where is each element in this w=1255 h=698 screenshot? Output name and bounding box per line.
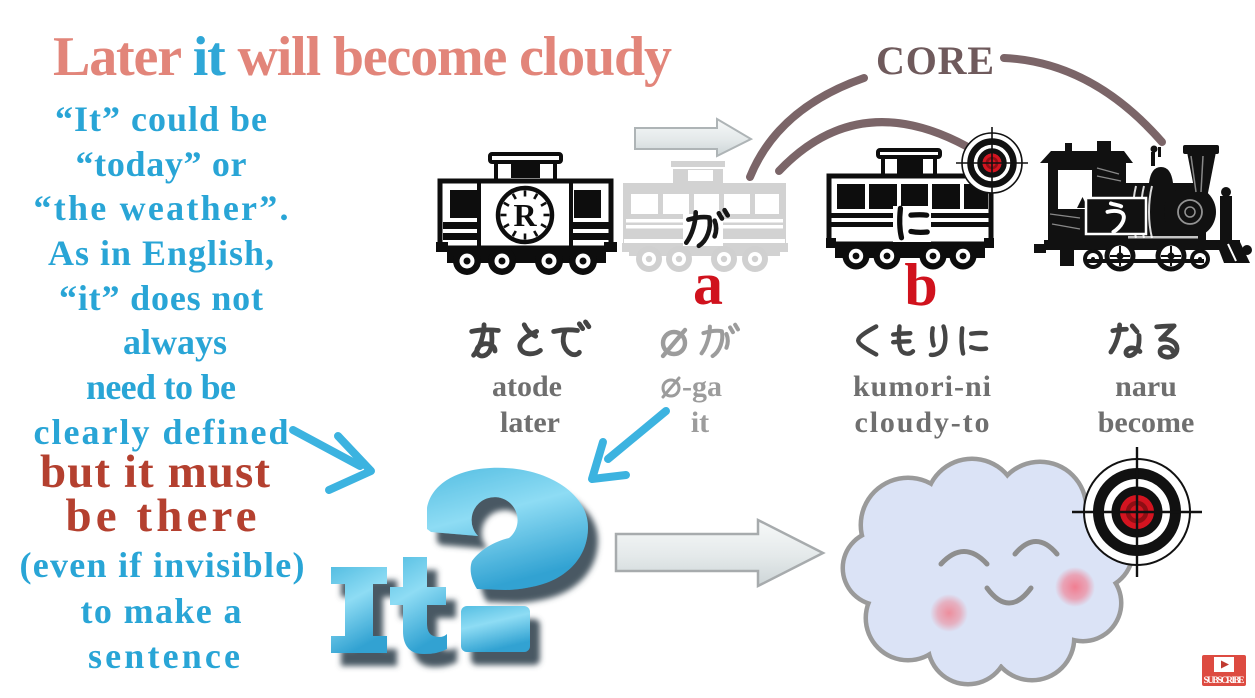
svg-text:to make a: to make a [81,591,242,631]
svg-text:“today” or: “today” or [76,144,247,184]
svg-text:later: later [500,406,560,439]
svg-text:a: a [693,251,723,317]
svg-text:“it” does not: “it” does not [59,278,263,318]
svg-text:cloudy-to: cloudy-to [855,406,990,439]
svg-text:it: it [691,406,709,439]
svg-text:sentence: sentence [88,636,240,676]
svg-text:kumori-ni: kumori-ni [853,370,991,403]
svg-text:be there: be there [66,490,257,542]
svg-text:naru: naru [1115,370,1177,403]
svg-text:-ga: -ga [682,370,722,403]
svg-text:but it must: but it must [40,446,270,498]
svg-text:b: b [904,252,937,318]
svg-text:become: become [1098,406,1195,439]
svg-text:(even if invisible): (even if invisible) [20,545,305,585]
svg-text:always: always [123,322,227,362]
svg-text:R: R [513,197,537,233]
svg-text:CORE: CORE [876,38,994,83]
svg-text:“It” could be: “It” could be [55,99,267,139]
svg-text:As in English,: As in English, [48,233,274,273]
svg-text:SUBSCRIBE: SUBSCRIBE [1204,676,1245,686]
svg-text:Later it will become cloudy: Later it will become cloudy [53,26,672,88]
svg-text:need to be: need to be [86,367,236,407]
svg-text:atode: atode [492,370,562,403]
svg-text:“the weather”.: “the weather”. [34,188,289,228]
